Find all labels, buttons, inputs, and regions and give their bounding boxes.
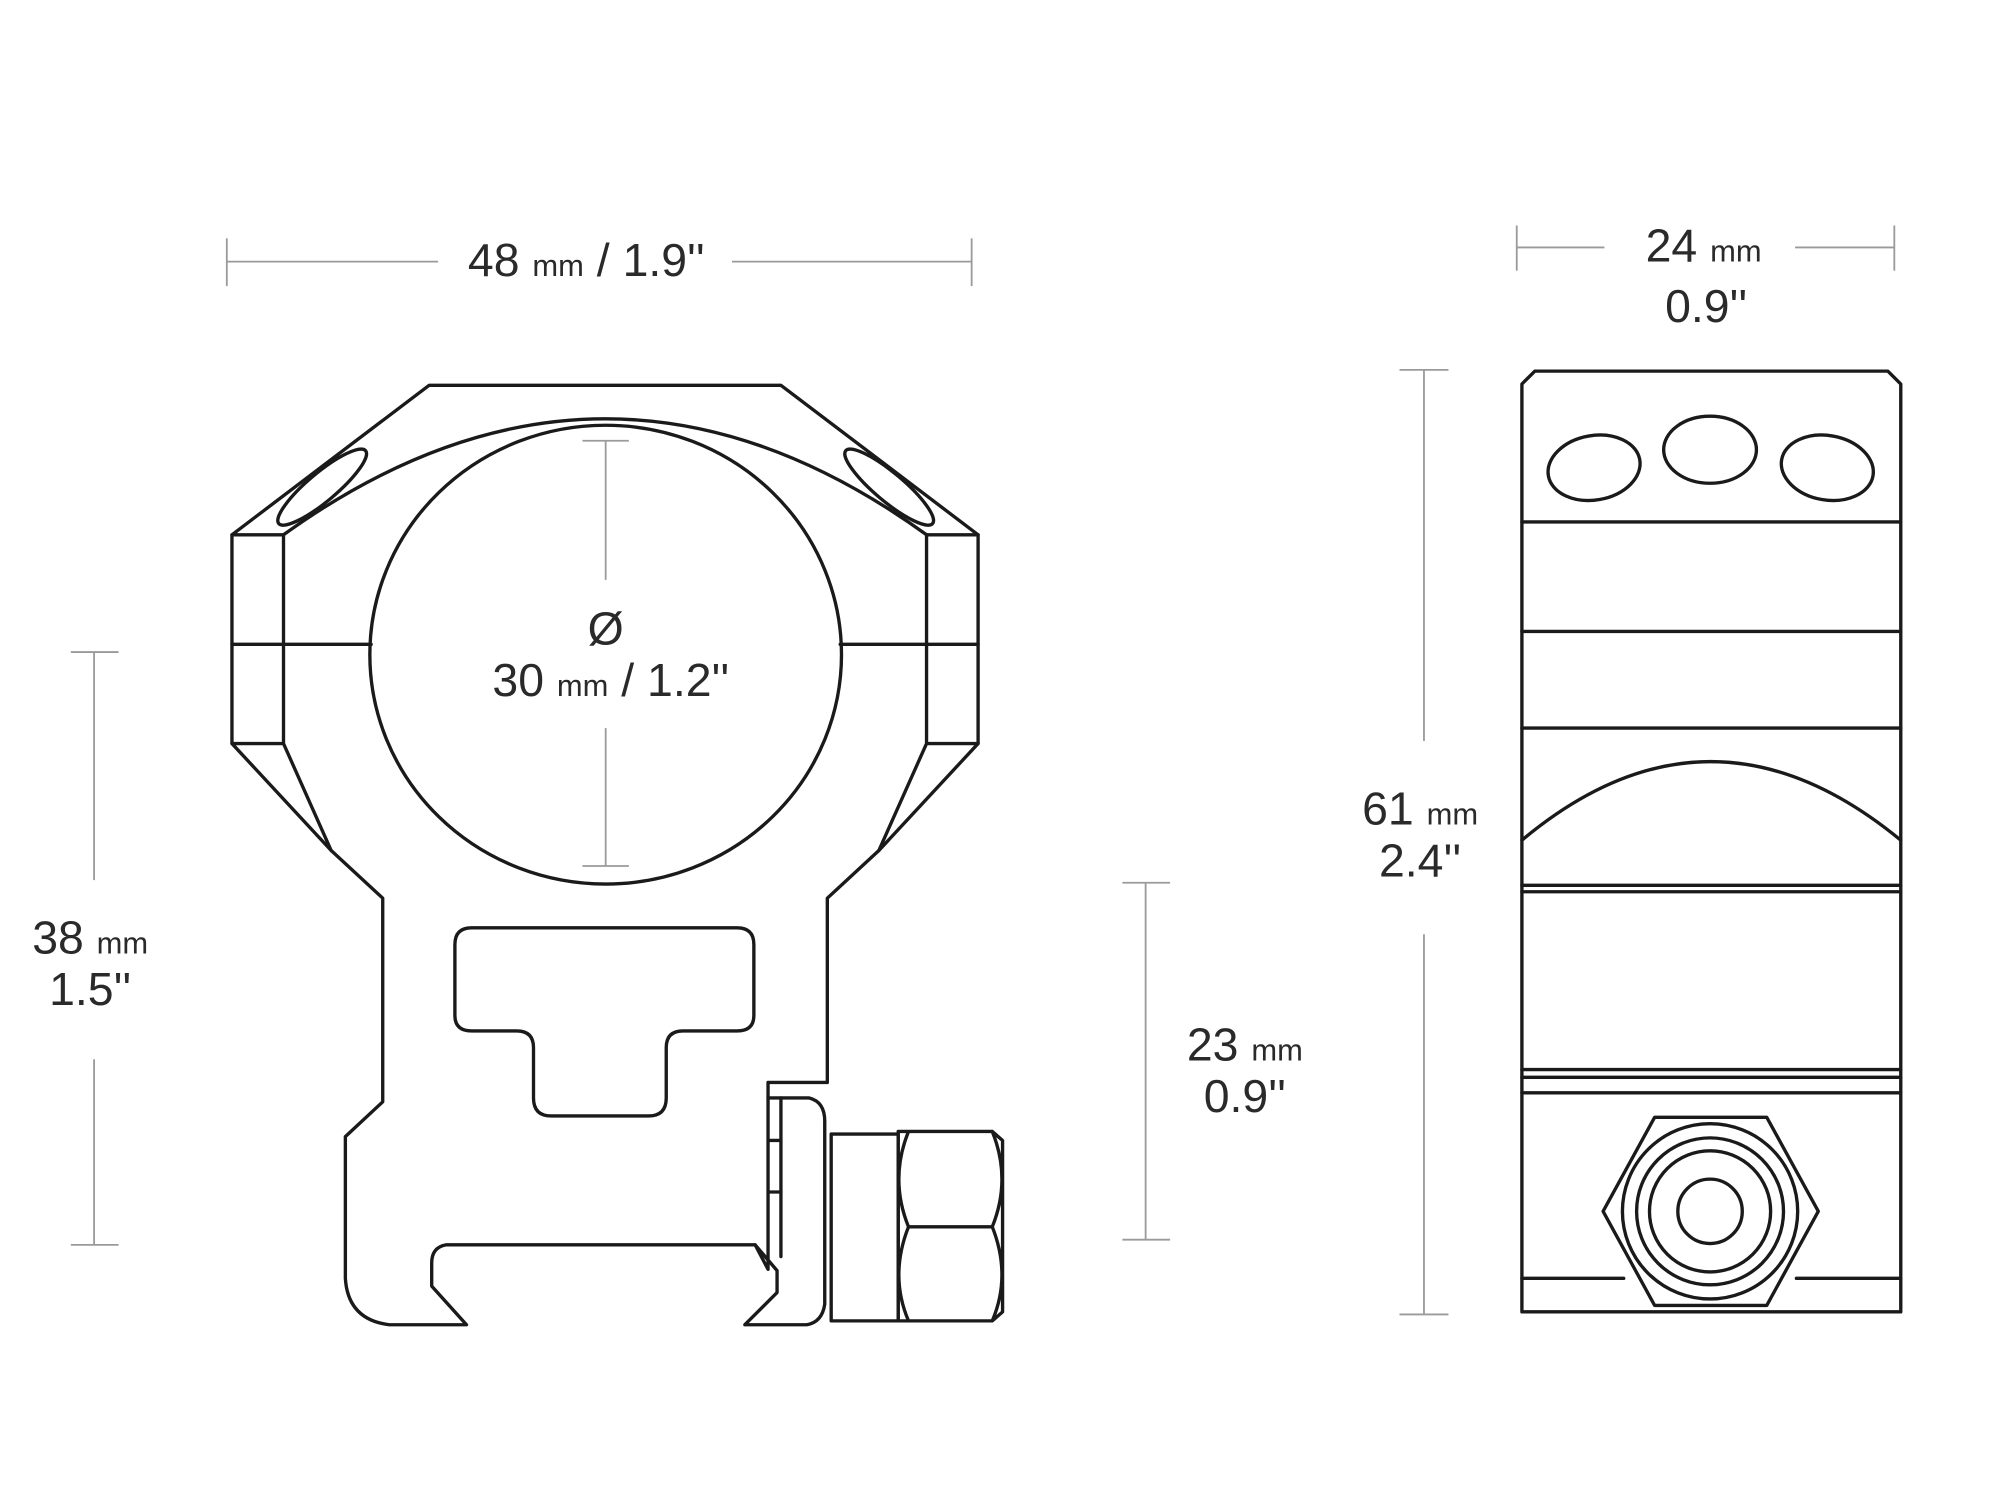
front-view [230, 383, 1005, 1327]
center-height-mm-label: 38 mm [32, 912, 148, 964]
side-band-lines [1520, 520, 1903, 1281]
top-hole-center [1661, 414, 1759, 485]
side-body-outline [1520, 369, 1903, 1314]
nut-ring-2 [1634, 1136, 1786, 1287]
clamp-washer [829, 1132, 900, 1323]
scope-bore [368, 423, 844, 886]
base-height-mm-label: 23 mm [1187, 1019, 1303, 1071]
height-dimension-line [1399, 368, 1449, 1316]
t-slot-window [453, 926, 756, 1118]
ring-outer-outline [230, 383, 980, 1327]
bolt-end [1676, 1177, 1744, 1246]
base-height-inch-label: 0.9'' [1204, 1070, 1286, 1122]
depth-dimension-line [1515, 225, 1896, 271]
base-height-dimension-line [1122, 881, 1171, 1241]
height-mm-label: 61 mm [1362, 783, 1478, 835]
side-view [1520, 369, 1903, 1314]
screw-hole-left [276, 447, 369, 527]
depth-inch-label: 0.9'' [1665, 280, 1747, 332]
side-block-left [230, 533, 333, 853]
width-dimension-line [225, 238, 973, 287]
bore-arc [1520, 759, 1903, 842]
center-height-dimension-line [70, 651, 119, 1246]
depth-mm-label: 24 mm [1646, 220, 1762, 272]
diameter-symbol: Ø [588, 602, 624, 654]
diameter-dimension-line [582, 439, 629, 867]
screw-hole-right [843, 447, 936, 527]
width-label: 48 mm / 1.9'' [468, 234, 705, 286]
top-hole-left [1546, 433, 1642, 503]
dimension-lines [70, 225, 1896, 1316]
top-hole-right [1779, 433, 1876, 503]
hex-nut [896, 1129, 1005, 1323]
height-inch-label: 2.4'' [1379, 834, 1461, 886]
center-height-inch-label: 1.5'' [49, 963, 131, 1015]
nut-ring-1 [1620, 1122, 1800, 1301]
side-block-right [877, 533, 980, 853]
top-cap-band [230, 417, 980, 537]
diameter-label: 30 mm / 1.2'' [492, 654, 729, 706]
clamp-bar [753, 1096, 783, 1272]
hex-nut-face [1601, 1115, 1820, 1308]
nut-ring-3 [1647, 1149, 1773, 1274]
